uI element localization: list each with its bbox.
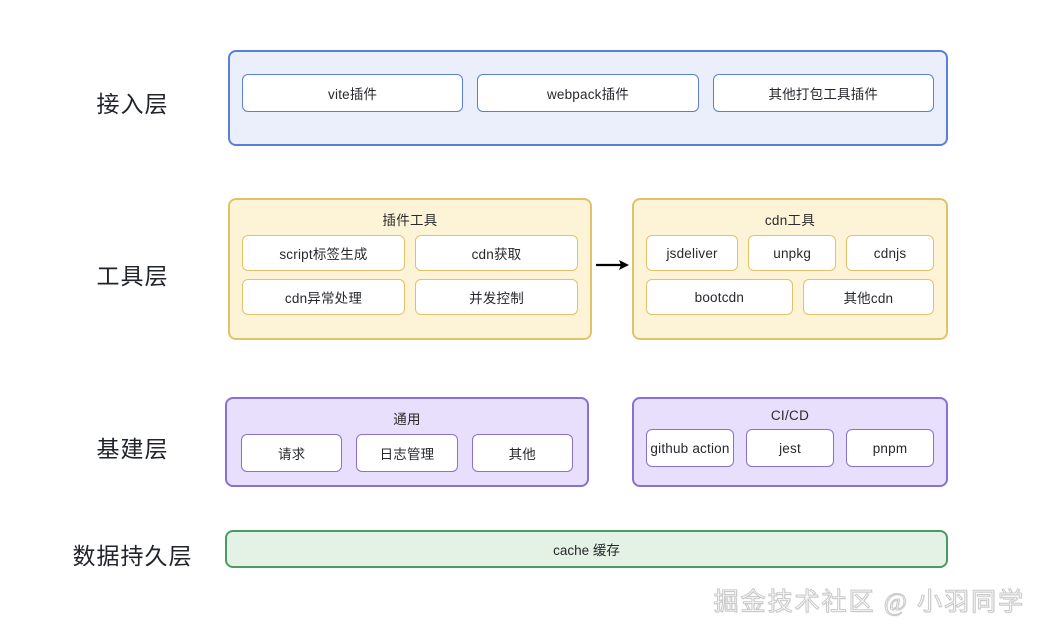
common-panel: 通用 请求 日志管理 其他 bbox=[225, 397, 589, 487]
chip-webpack-plugin[interactable]: webpack插件 bbox=[477, 74, 699, 112]
cicd-panel-items: github action jest pnpm bbox=[634, 423, 946, 467]
watermark: 掘金技术社区 @ 小羽同学 bbox=[713, 589, 1025, 617]
cicd-panel-title: CI/CD bbox=[770, 408, 810, 423]
flow-arrow-icon bbox=[595, 256, 631, 274]
chip-cdn-fetch[interactable]: cdn获取 bbox=[415, 235, 578, 271]
cdn-tools-row-top: jsdeliver unpkg cdnjs bbox=[634, 229, 946, 271]
chip-vite-plugin[interactable]: vite插件 bbox=[242, 74, 464, 112]
common-panel-items: 请求 日志管理 其他 bbox=[227, 428, 587, 472]
chip-other-cdn[interactable]: 其他cdn bbox=[802, 279, 934, 315]
chip-concurrency-control[interactable]: 并发控制 bbox=[415, 279, 578, 315]
cache-box[interactable]: cache 缓存 bbox=[225, 530, 948, 568]
chip-github-action[interactable]: github action bbox=[646, 429, 734, 467]
chip-unpkg[interactable]: unpkg bbox=[748, 235, 837, 271]
chip-other-bundler-plugin[interactable]: 其他打包工具插件 bbox=[712, 74, 934, 112]
chip-other[interactable]: 其他 bbox=[471, 434, 573, 472]
layer-label-tool: 工具层 bbox=[96, 263, 169, 289]
common-panel-title: 通用 bbox=[393, 412, 421, 427]
plugin-tools-panel: 插件工具 script标签生成 cdn获取 cdn异常处理 并发控制 bbox=[228, 198, 592, 340]
access-layer-panel: vite插件 webpack插件 其他打包工具插件 bbox=[228, 50, 948, 146]
cicd-panel: CI/CD github action jest pnpm bbox=[632, 397, 948, 487]
access-layer-items: vite插件 webpack插件 其他打包工具插件 bbox=[230, 52, 946, 112]
cdn-tools-panel: cdn工具 jsdeliver unpkg cdnjs bootcdn 其他cd… bbox=[632, 198, 948, 340]
chip-jest[interactable]: jest bbox=[746, 429, 834, 467]
layer-label-infra: 基建层 bbox=[96, 436, 169, 462]
layer-label-persistence: 数据持久层 bbox=[72, 543, 193, 569]
chip-cdnjs[interactable]: cdnjs bbox=[846, 235, 935, 271]
chip-request[interactable]: 请求 bbox=[241, 434, 343, 472]
chip-script-tag-generation[interactable]: script标签生成 bbox=[242, 235, 405, 271]
cdn-tools-row-bottom: bootcdn 其他cdn bbox=[634, 271, 946, 315]
chip-pnpm[interactable]: pnpm bbox=[846, 429, 934, 467]
chip-jsdeliver[interactable]: jsdeliver bbox=[646, 235, 739, 271]
chip-cdn-error-handling[interactable]: cdn异常处理 bbox=[242, 279, 405, 315]
chip-log-management[interactable]: 日志管理 bbox=[356, 434, 458, 472]
plugin-tools-title: 插件工具 bbox=[382, 213, 438, 228]
layer-label-access: 接入层 bbox=[96, 91, 169, 117]
chip-bootcdn[interactable]: bootcdn bbox=[646, 279, 793, 315]
plugin-tools-items: script标签生成 cdn获取 cdn异常处理 并发控制 bbox=[230, 229, 590, 315]
cdn-tools-title: cdn工具 bbox=[764, 213, 816, 228]
